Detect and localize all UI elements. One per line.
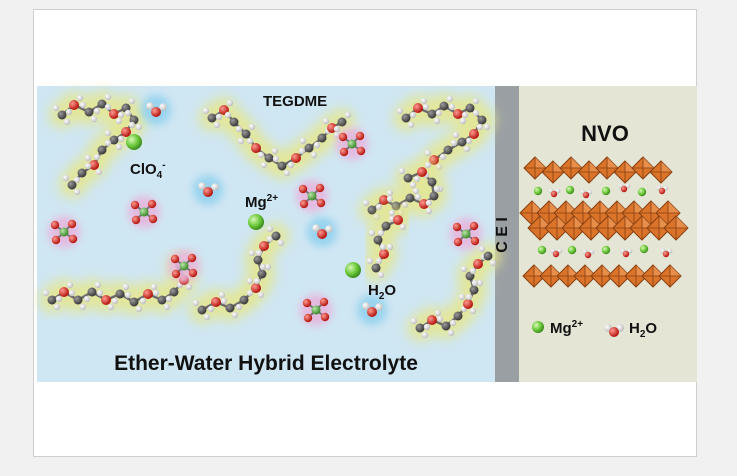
legend-water-icon [604, 324, 624, 337]
water-molecule [193, 175, 223, 205]
tegdme-molecule [49, 91, 147, 198]
interlayer-mg-ion [565, 185, 575, 195]
vanadium-octahedron [631, 156, 655, 180]
water-label: H2O [368, 282, 396, 302]
vanadium-octahedron [573, 264, 597, 288]
interlayer-mg-ion [601, 186, 611, 196]
vanadium-octahedron [578, 215, 604, 241]
interlayer-water [582, 249, 595, 259]
water-molecule [307, 217, 337, 247]
electrolyte-title: Ether-Water Hybrid Electrolyte [114, 352, 418, 375]
tegdme-molecule [407, 243, 501, 341]
interlayer-water [580, 189, 593, 199]
interlayer-water [550, 248, 563, 258]
perchlorate-anion [300, 294, 332, 326]
mg-ions [126, 134, 361, 278]
perchlorate-anions [48, 128, 482, 326]
vanadium-octahedron [559, 156, 583, 180]
interlayer-water [548, 188, 561, 198]
interlayer-mg-ion [567, 245, 577, 255]
vanadium-octahedron [658, 264, 682, 288]
mg-ion-label: Mg2+ [245, 193, 278, 211]
perchlorate-anion [168, 250, 200, 282]
cei-label: C E I [494, 217, 511, 253]
perchlorate-anion [450, 218, 482, 250]
interlayer-mg-ion [537, 245, 547, 255]
perchlorate-anion [48, 216, 80, 248]
vanadium-octahedron [629, 215, 655, 241]
interlayer-mg-ion [533, 186, 543, 196]
tegdme-molecule [363, 207, 411, 281]
vanadium-octahedron [607, 264, 631, 288]
interlayer-water [620, 248, 633, 258]
water-molecules [141, 95, 387, 325]
mg-ion [126, 134, 142, 150]
perchlorate-label: ClO4- [130, 160, 166, 181]
vanadium-octahedron [663, 215, 689, 241]
legend-mg-icon [532, 321, 544, 333]
graphical-abstract: TEGDME ClO4- Mg2+ H2O Ether-Water Hybrid… [37, 86, 697, 382]
mg-ion [248, 214, 264, 230]
perchlorate-anion [296, 180, 328, 212]
interlayer-water [660, 248, 673, 258]
vanadium-octahedron [595, 156, 619, 180]
figure-card: TEGDME ClO4- Mg2+ H2O Ether-Water Hybrid… [33, 9, 697, 457]
interlayer-mg-ion [639, 244, 649, 254]
interlayer-mg-ion [637, 187, 647, 197]
perchlorate-anion [336, 128, 368, 160]
tegdme-molecule [189, 223, 289, 323]
legend-mg-label: Mg2+ [550, 319, 583, 337]
vanadium-octahedron [595, 215, 621, 241]
tegdme-label: TEGDME [263, 93, 327, 110]
vanadium-octahedron [649, 160, 673, 184]
vanadium-octahedron [523, 156, 547, 180]
water-molecule [141, 95, 171, 125]
nvo-structure [519, 156, 689, 288]
interlayer-water [618, 183, 631, 193]
vanadium-octahedron [556, 264, 580, 288]
mg-ion [345, 262, 361, 278]
tegdme-molecule [393, 93, 495, 173]
tegdme-molecules [39, 91, 501, 341]
interlayer-water [656, 185, 669, 195]
cei-layer [495, 86, 519, 382]
interlayer-mg-ion [601, 245, 611, 255]
legend-water-label: H2O [629, 320, 657, 340]
tegdme-molecule [359, 159, 447, 223]
water-molecule [357, 295, 387, 325]
tegdme-molecule [199, 97, 355, 179]
nvo-label: NVO [581, 121, 629, 146]
perchlorate-anion [128, 196, 160, 228]
